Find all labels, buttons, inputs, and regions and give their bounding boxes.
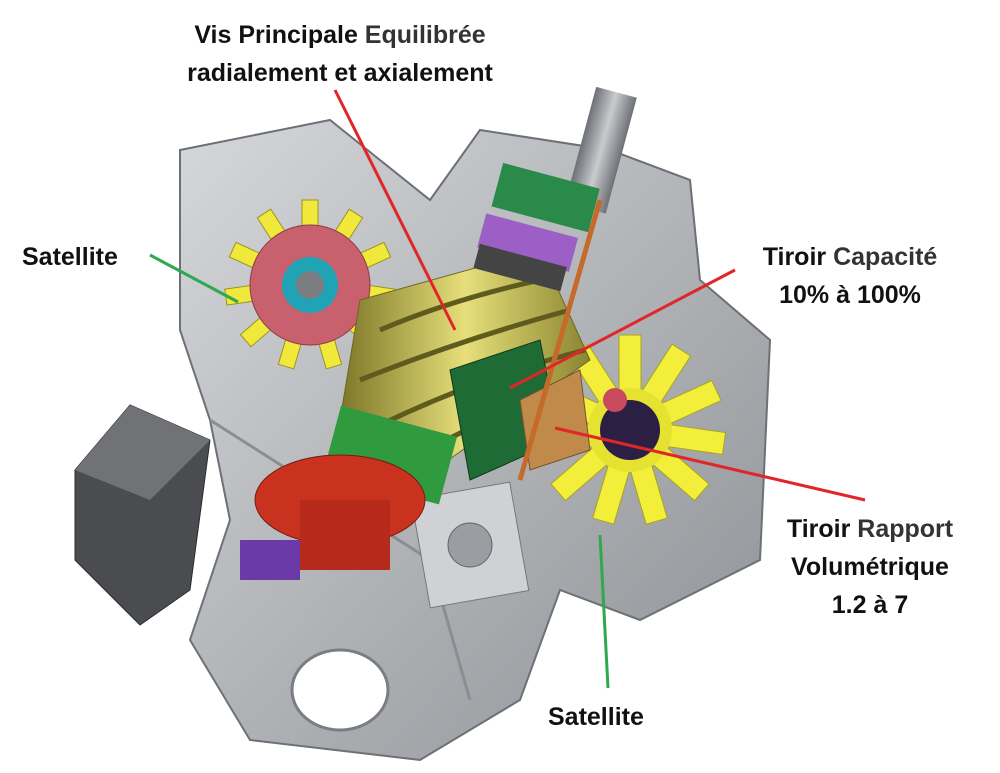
label-text: Capacité — [833, 243, 938, 271]
flange — [240, 405, 458, 580]
label-text: Tiroir — [762, 243, 827, 271]
label-text: Vis Principale — [194, 21, 358, 49]
label-text: Tiroir — [786, 515, 851, 543]
label-text: 10% à 100% — [779, 281, 921, 309]
label-text: Volumétrique — [791, 553, 949, 581]
label-text: Equilibrée — [364, 21, 486, 49]
satellite-left-rotor — [224, 199, 396, 370]
label-satellite-left: Satellite — [22, 243, 118, 271]
drive-shaft — [473, 86, 637, 292]
label-main-screw: Vis Principale Equilibrée radialement et… — [150, 16, 530, 92]
arrow-satellite-left — [149, 253, 239, 304]
label-text: radialement et axialement — [187, 59, 493, 87]
arrow-capacity-slide — [509, 268, 736, 390]
satellite-right-rotor — [533, 334, 727, 525]
label-text: 1.2 à 7 — [831, 591, 909, 619]
arrow-volume-ratio — [554, 426, 866, 502]
arrow-satellite-bottom — [598, 534, 610, 689]
label-capacity-slide: Tiroir Capacité 10% à 100% — [745, 238, 955, 314]
arrow-main-screw — [333, 89, 457, 331]
motor-box — [74, 404, 211, 626]
label-volume-ratio-slide: Tiroir Rapport Volumétrique 1.2 à 7 — [765, 510, 975, 624]
label-text: Rapport — [857, 515, 954, 543]
label-satellite-bottom: Satellite — [548, 703, 644, 731]
callout-arrows — [149, 89, 866, 689]
